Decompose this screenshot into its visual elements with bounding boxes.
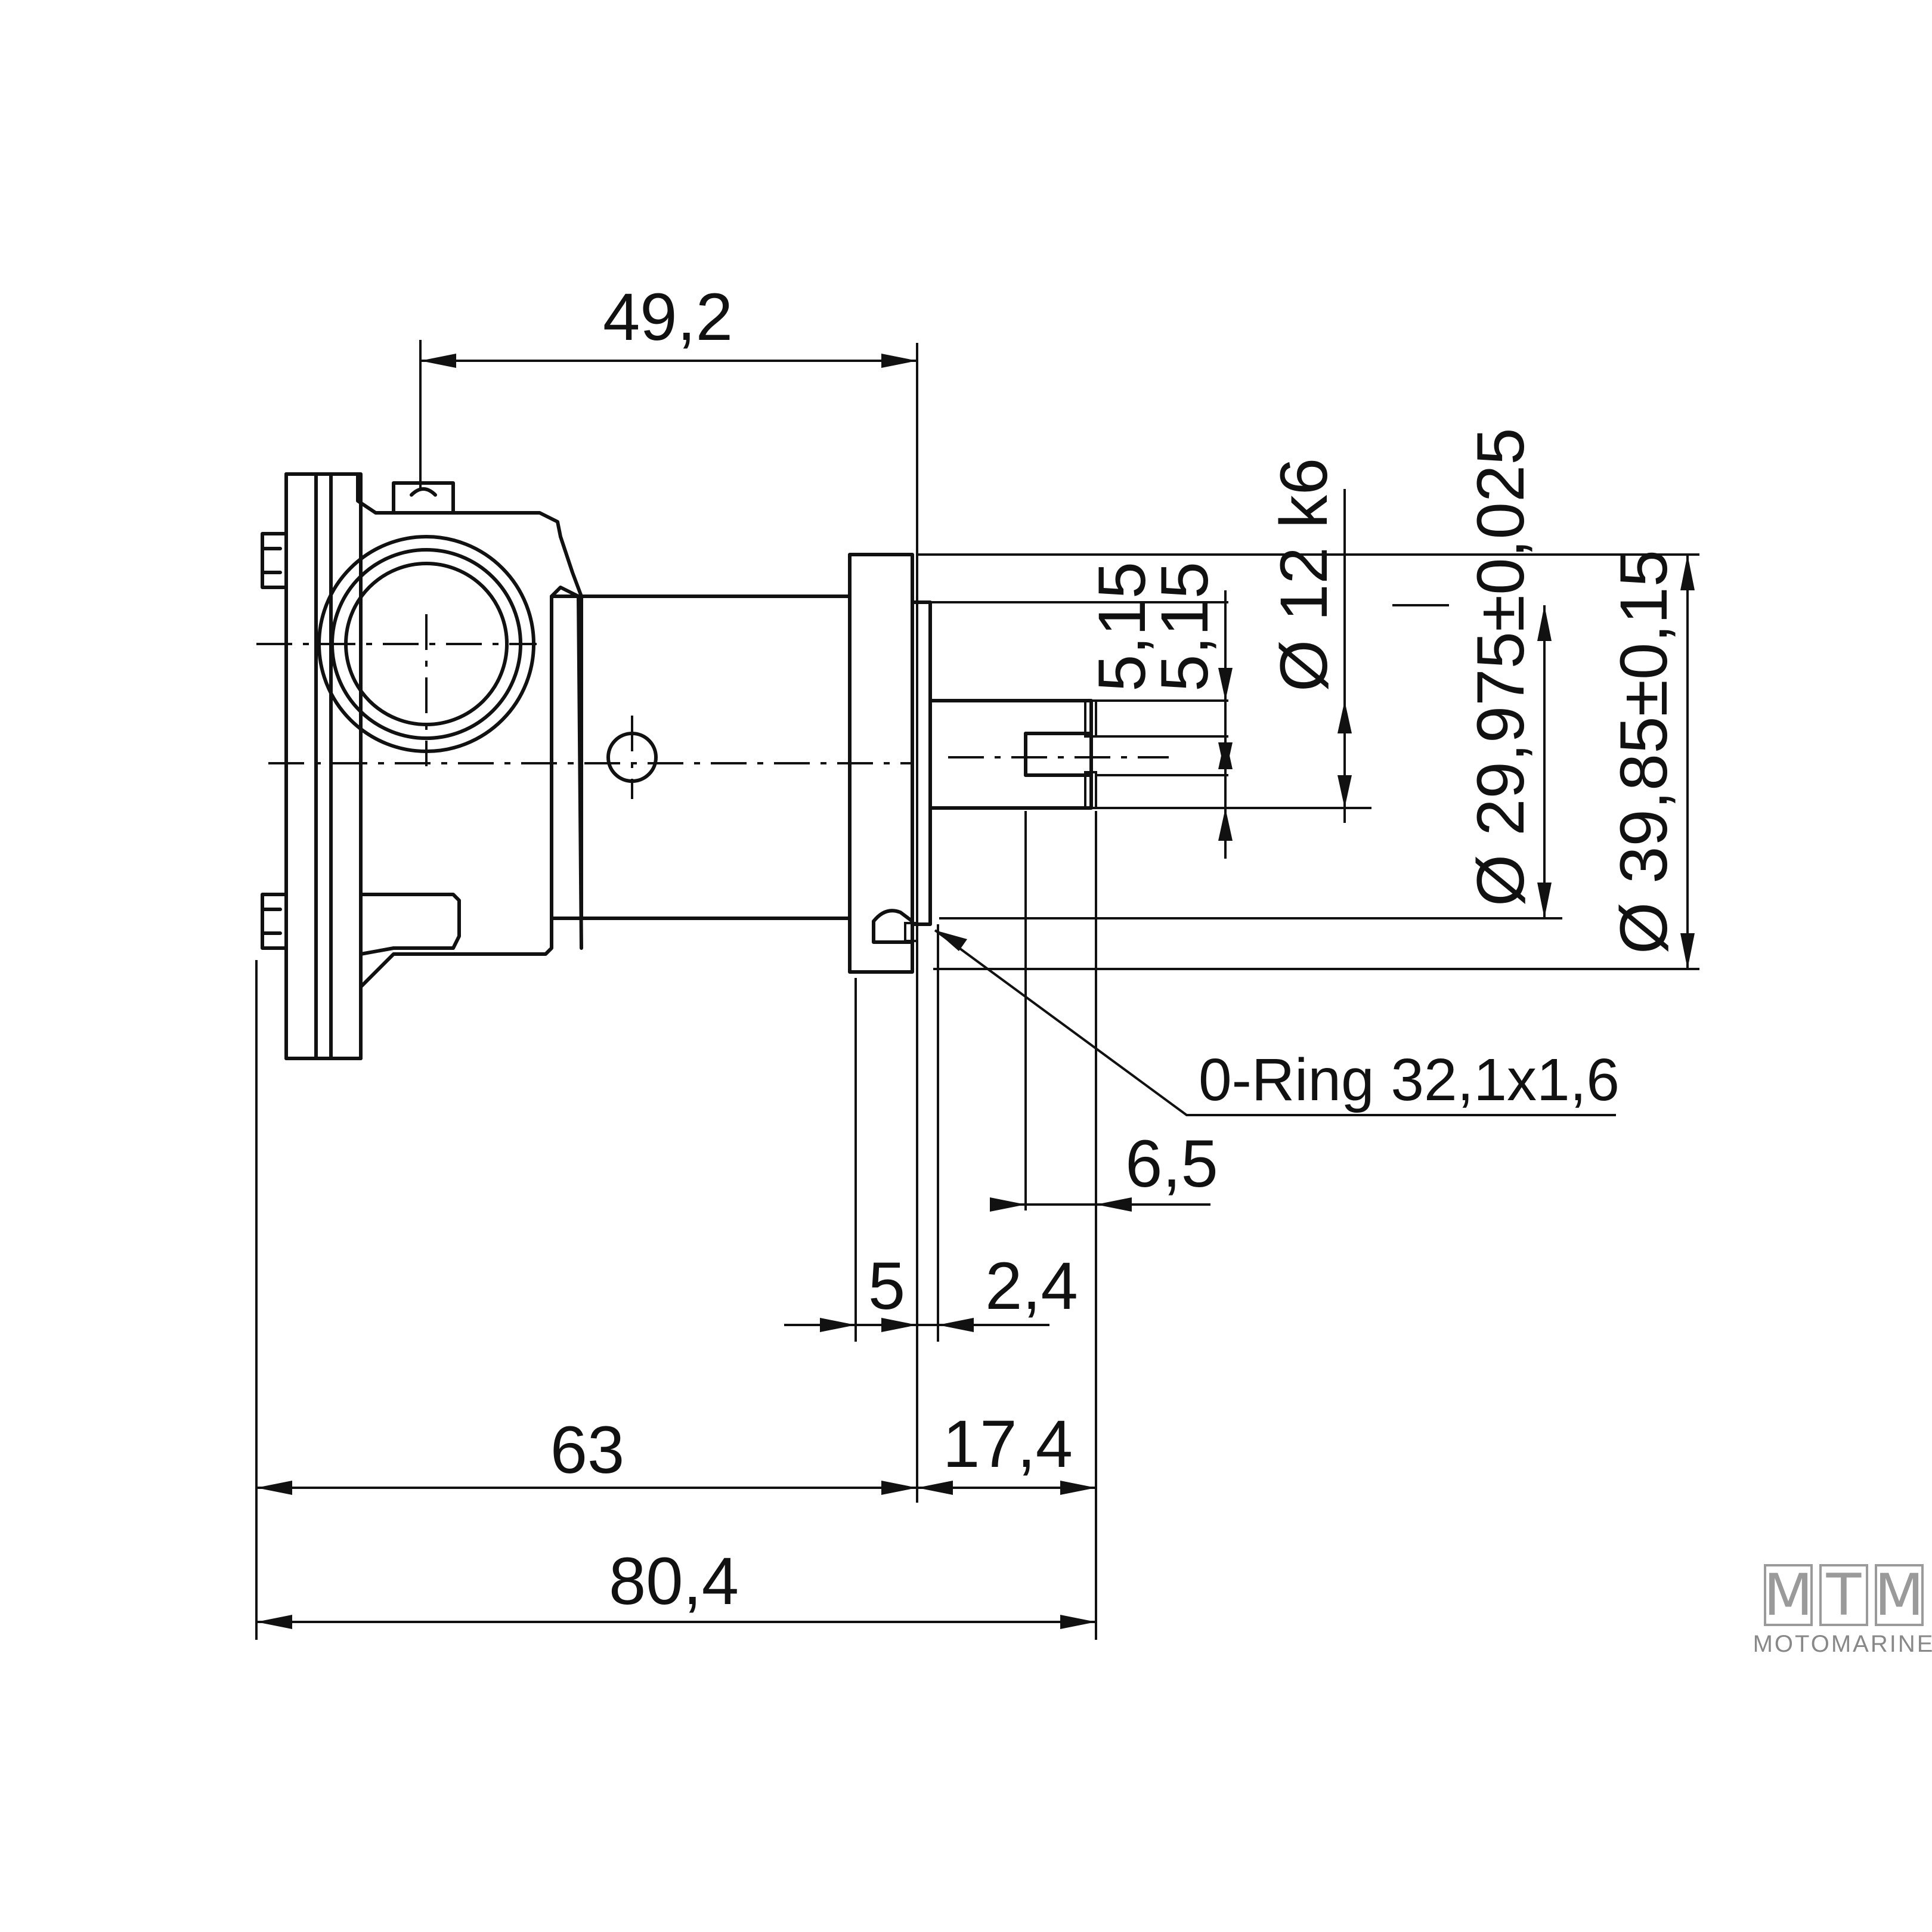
dimension-labels: 49,2 5,15 5,15 Ø 12 k6 Ø 29,975±0,025 Ø …: [550, 280, 1681, 1618]
dim-5-15-b: 5,15: [1147, 562, 1222, 692]
dimension-lines: [256, 354, 1695, 1629]
dim-12-k6: Ø 12 k6: [1267, 458, 1341, 692]
center-lines: [256, 614, 1169, 799]
extension-lines: [255, 340, 1699, 1640]
logo-letter-1: M: [1764, 1562, 1813, 1628]
dim-29-975: Ø 29,975±0,025: [1463, 428, 1538, 906]
logo-subtitle: MOTOMARINE: [1753, 1631, 1932, 1657]
dim-6-5: 6,5: [1125, 1126, 1218, 1201]
dim-17-4: 17,4: [943, 1407, 1073, 1481]
dim-80-4: 80,4: [609, 1544, 739, 1618]
dim-5: 5: [868, 1249, 905, 1323]
dim-49-2: 49,2: [603, 280, 733, 354]
pump-body: [261, 472, 1097, 1060]
dim-39-85: Ø 39,85±0,15: [1606, 550, 1681, 954]
logo-letter-3: M: [1875, 1562, 1924, 1628]
dim-63: 63: [550, 1413, 625, 1487]
logo-letter-2: T: [1826, 1562, 1862, 1628]
dim-5-15-a: 5,15: [1085, 562, 1159, 692]
motomarine-logo: M T M MOTOMARINE: [1753, 1562, 1932, 1657]
o-ring-label: 0-Ring 32,1x1,6: [1199, 1046, 1620, 1113]
dim-2-4: 2,4: [985, 1249, 1078, 1323]
